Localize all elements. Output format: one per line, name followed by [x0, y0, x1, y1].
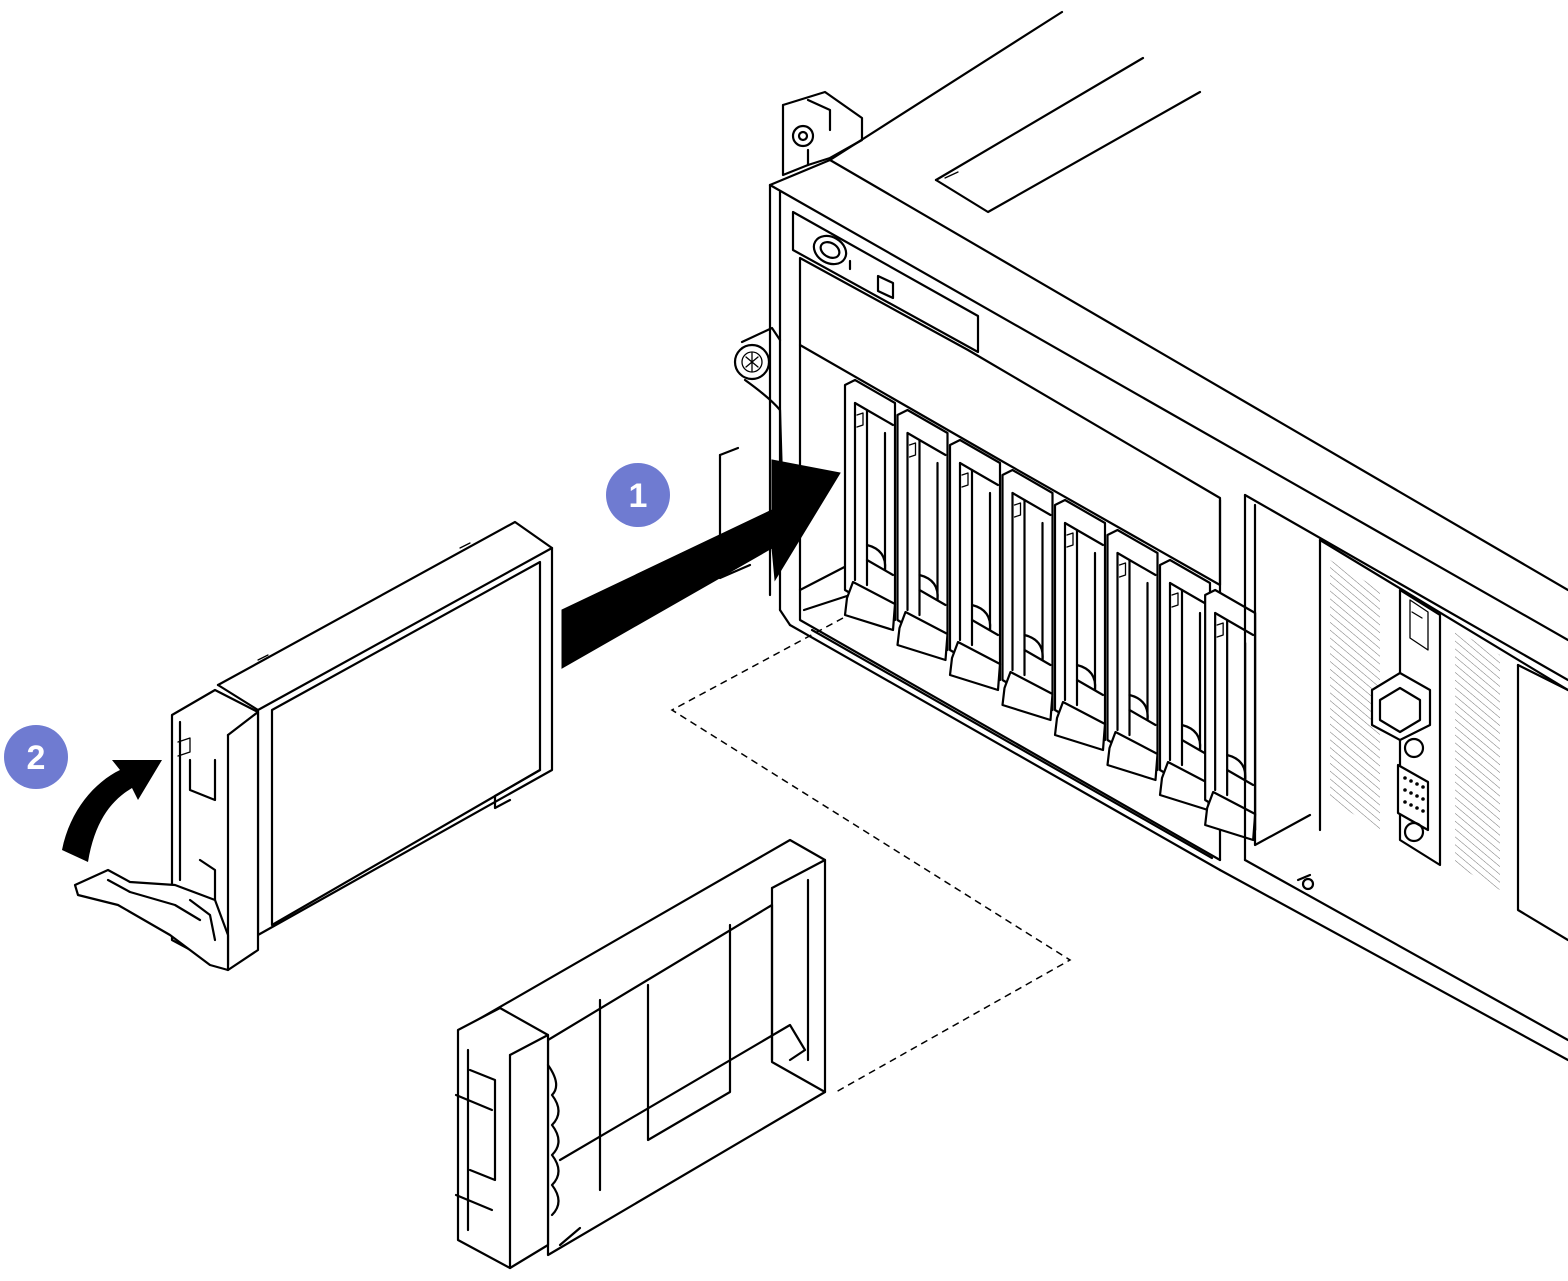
- rack-ear: [781, 90, 864, 177]
- arrow-right-icon: [561, 459, 841, 669]
- callout-1-badge: [606, 463, 670, 527]
- usb-port: [1370, 671, 1432, 742]
- drive-bay-slot: [843, 378, 897, 632]
- callout-1-label: 1: [629, 477, 648, 515]
- drive-bays: [843, 378, 1257, 842]
- rear-io-panel: [1243, 493, 1568, 942]
- callout-2-label: 2: [27, 739, 46, 777]
- curved-arrow-icon: [62, 760, 162, 862]
- power-button-icon: [812, 234, 852, 271]
- drive-bay-slot: [1053, 498, 1107, 752]
- callout-1: 1: [606, 463, 670, 527]
- drive-bay-slot: [896, 408, 949, 662]
- drive-bay-slot: [1204, 588, 1257, 842]
- vga-port: [1396, 737, 1430, 843]
- drive-bay-slot: [1001, 468, 1054, 722]
- drive-bay-slot: [1106, 528, 1159, 782]
- drive-bay-slot: [948, 438, 1002, 692]
- hot-swap-drive: [73, 520, 554, 972]
- callout-2-badge: [4, 725, 68, 789]
- drive-bay-filler: [454, 838, 827, 1270]
- server-chassis: [768, 10, 1568, 1062]
- callout-2: 2: [4, 725, 68, 789]
- filler-leader-lines: [670, 617, 1072, 1093]
- drive-bay-slot: [1158, 558, 1212, 812]
